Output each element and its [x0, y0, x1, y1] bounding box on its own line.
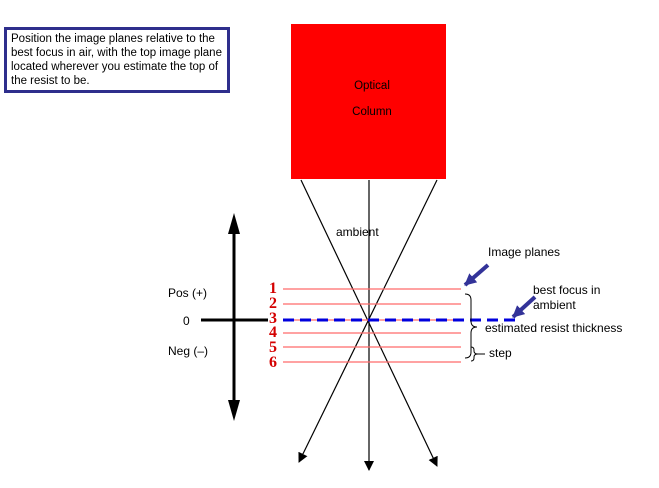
best-focus-pointer-arrow — [511, 295, 537, 319]
plane-number-5: 5 — [269, 339, 277, 356]
left-ray — [300, 179, 438, 467]
image-plane-lines — [283, 288, 461, 363]
image-planes-label: Image planes — [488, 245, 561, 259]
plane-number-3: 3 — [269, 310, 277, 327]
optical-column-label-line1: Optical — [354, 80, 390, 92]
plane-number-6: 6 — [269, 354, 277, 371]
optical-column — [291, 24, 446, 179]
pos-label: Pos (+) — [168, 286, 208, 300]
image-planes-pointer-arrow — [463, 263, 490, 287]
ambient-label: ambient — [336, 225, 379, 239]
resist-thickness-brace — [464, 293, 478, 359]
neg-label: Neg (–) — [168, 344, 209, 358]
focus-axis-up-arrow — [228, 213, 240, 234]
plane-number-2: 2 — [269, 295, 277, 312]
plane-number-1: 1 — [269, 280, 277, 297]
focus-axis-down-arrow — [228, 400, 240, 421]
zero-label: 0 — [183, 314, 190, 328]
instruction-note: Position the image planes relative to th… — [4, 27, 230, 93]
best-focus-label: best focus in ambient — [533, 283, 601, 312]
optical-column-label-line2: Column — [352, 106, 392, 118]
resist-thickness-label: estimated resist thickness — [485, 321, 623, 335]
step-label: step — [489, 346, 512, 360]
plane-number-4: 4 — [269, 324, 277, 341]
step-brace — [470, 346, 479, 362]
